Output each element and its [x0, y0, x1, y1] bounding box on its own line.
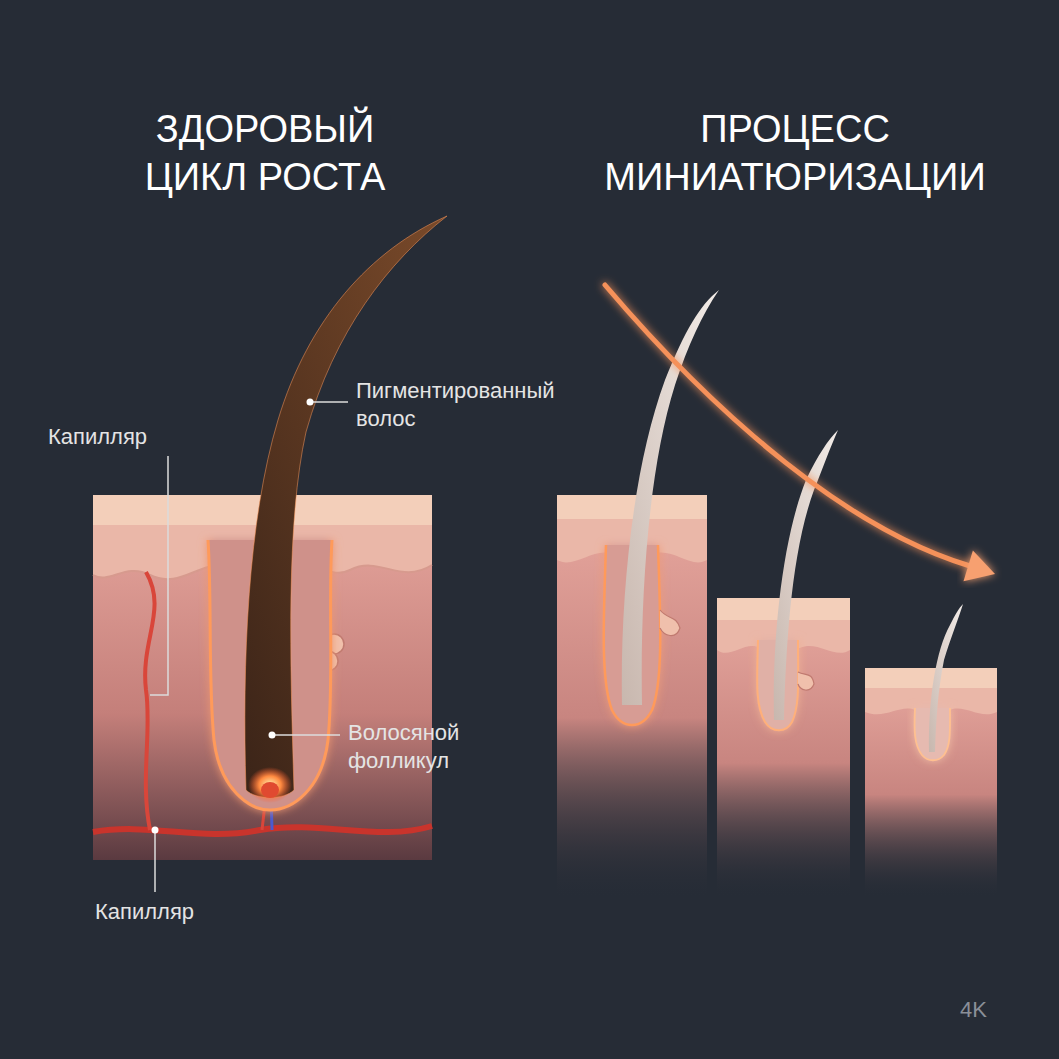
part-label: Капилляр [48, 423, 188, 451]
panel-heading: ПРОЦЕСС МИНИАТЮРИЗАЦИИ [575, 106, 1015, 201]
panel-heading: ЗДОРОВЫЙ ЦИКЛ РОСТА [120, 106, 410, 201]
watermark: 4K [960, 996, 1020, 1024]
part-label: Пигментированный волос [356, 377, 586, 432]
part-label: Волосяной фолликул [348, 719, 518, 774]
part-label: Капилляр [95, 898, 235, 926]
